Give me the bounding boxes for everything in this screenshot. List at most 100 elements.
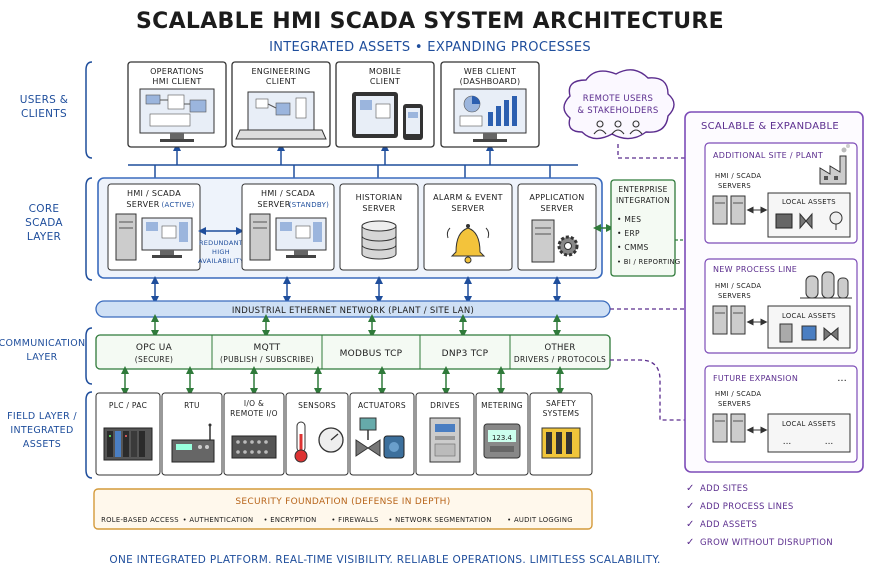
svg-text:Server: Server	[126, 200, 159, 209]
svg-text:High: High	[212, 248, 230, 256]
protocol-other[interactable]: Other Drivers / Protocols	[514, 343, 606, 364]
server-alarm-event[interactable]: Alarm & Event Server	[423, 183, 513, 271]
core-network-links	[151, 276, 561, 304]
svg-text:Core: Core	[29, 203, 60, 215]
svg-text:123.4: 123.4	[492, 434, 513, 442]
tablet-phone-icon	[352, 92, 423, 140]
svg-text:Future Expansion: Future Expansion	[713, 374, 798, 383]
svg-text:Mobile: Mobile	[369, 67, 401, 76]
layer-label-field: Field Layer / Integrated Assets	[7, 411, 77, 450]
svg-text:HMI / SCADA: HMI / SCADA	[127, 189, 181, 198]
svg-text:(Standby): (Standby)	[289, 201, 329, 209]
svg-text:Engineering: Engineering	[251, 67, 310, 76]
layer-label-core: Core SCADA Layer	[25, 203, 63, 243]
svg-text:• CMMS: • CMMS	[617, 243, 649, 252]
svg-text:...: ...	[825, 437, 834, 447]
server-historian[interactable]: Historian Server	[339, 183, 419, 271]
svg-text:• BI / Reporting: • BI / Reporting	[617, 258, 680, 266]
svg-text:...: ...	[783, 437, 792, 447]
svg-text:...: ...	[837, 373, 847, 384]
plc-rack-icon	[103, 427, 153, 461]
svg-text:DNP3 TCP: DNP3 TCP	[442, 349, 489, 359]
server-active[interactable]: HMI / SCADA Server (Active)	[107, 183, 201, 271]
svg-text:Historian: Historian	[356, 193, 403, 202]
svg-text:Other: Other	[544, 343, 575, 353]
protocol-opc-ua[interactable]: OPC UA (Secure)	[135, 343, 173, 364]
svg-text:RTU: RTU	[184, 401, 200, 410]
server-standby[interactable]: HMI / SCADA Server (Standby)	[241, 183, 335, 271]
svg-text:PLC / PAC: PLC / PAC	[109, 401, 147, 410]
field-actuators[interactable]: Actuators	[349, 392, 415, 476]
thermometer-gauge-icon	[294, 421, 344, 463]
field-metering[interactable]: Metering 123.4	[475, 392, 529, 476]
industrial-ethernet-bar: Industrial Ethernet Network (Plant / Sit…	[95, 300, 611, 318]
svg-text:Drivers / Protocols: Drivers / Protocols	[514, 355, 606, 364]
local-assets-icon	[779, 323, 839, 343]
svg-text:• Firewalls: • Firewalls	[331, 516, 378, 524]
svg-text:Actuators: Actuators	[358, 401, 406, 410]
field-rtu[interactable]: RTU	[161, 392, 223, 476]
server-application[interactable]: Application Server	[517, 183, 597, 271]
field-drives[interactable]: Drives	[415, 392, 475, 476]
field-safety-systems[interactable]: Safety Systems	[529, 392, 593, 476]
svg-text:Server: Server	[540, 204, 573, 213]
footer-tagline: One Integrated Platform. Real-Time Visib…	[109, 554, 660, 566]
client-operations-hmi[interactable]: Operations HMI Client	[127, 61, 227, 148]
bell-icon	[446, 224, 490, 264]
svg-text:Local Assets: Local Assets	[782, 312, 836, 320]
page-title: Scalable HMI SCADA System Architecture	[136, 9, 724, 34]
svg-text:Add Sites: Add Sites	[700, 484, 748, 494]
protocol-dnp3[interactable]: DNP3 TCP	[442, 349, 489, 359]
remote-users-cloud[interactable]: Remote Users & Stakeholders	[563, 69, 675, 140]
svg-text:Drives: Drives	[430, 401, 460, 410]
svg-text:MQTT: MQTT	[254, 343, 281, 353]
svg-text:Safety: Safety	[546, 399, 576, 408]
svg-text:Users &: Users &	[20, 94, 69, 106]
layer-label-communication: Communication Layer	[0, 338, 85, 363]
site-new-process-line[interactable]: New Process Line HMI / SCADA Servers Loc…	[704, 258, 858, 354]
client-web-dashboard[interactable]: Web Client (Dashboard)	[440, 61, 540, 148]
server-rack-icon	[712, 195, 746, 225]
field-plc-pac[interactable]: PLC / PAC	[95, 392, 161, 476]
svg-text:Layer: Layer	[27, 231, 61, 243]
layer-brackets	[85, 61, 93, 479]
svg-text:✓: ✓	[686, 501, 694, 512]
svg-text:Servers: Servers	[718, 182, 751, 190]
svg-text:Add Process Lines: Add Process Lines	[700, 502, 794, 512]
field-sensors[interactable]: Sensors	[285, 392, 349, 476]
scalable-title: Scalable & Expandable	[701, 121, 839, 132]
svg-text:Alarm & Event: Alarm & Event	[433, 193, 503, 202]
factory-icon	[819, 144, 850, 185]
protocol-mqtt[interactable]: MQTT (Publish / Subscribe)	[220, 343, 314, 364]
site-future-expansion[interactable]: Future Expansion ... HMI / SCADA Servers…	[704, 365, 858, 463]
svg-text:(Dashboard): (Dashboard)	[460, 77, 521, 86]
field-io[interactable]: I/O & Remote I/O	[223, 392, 285, 476]
benefits-list: ✓ Add Sites ✓ Add Process Lines ✓ Add As…	[686, 483, 833, 548]
svg-text:Remote Users: Remote Users	[583, 94, 653, 104]
svg-text:Server: Server	[451, 204, 484, 213]
protocol-modbus[interactable]: Modbus TCP	[340, 349, 403, 359]
safety-controller-icon	[541, 427, 581, 459]
svg-text:Systems: Systems	[543, 409, 580, 418]
svg-text:HMI Client: HMI Client	[152, 77, 201, 86]
svg-text:SCADA: SCADA	[25, 217, 63, 229]
svg-text:Layer: Layer	[26, 352, 57, 363]
desktop-monitor-icon	[139, 88, 215, 142]
svg-text:HMI / SCADA: HMI / SCADA	[261, 189, 315, 198]
svg-text:✓: ✓	[686, 519, 694, 530]
svg-text:Integration: Integration	[616, 196, 670, 205]
valve-actuator-icon	[355, 417, 405, 459]
server-rack-icon	[712, 305, 746, 335]
svg-text:Grow Without Disruption: Grow Without Disruption	[700, 538, 833, 548]
enterprise-integration-box[interactable]: Enterprise Integration • MES • ERP • CMM…	[610, 179, 680, 277]
svg-text:Operations: Operations	[150, 67, 204, 76]
redundancy-link: Redundant High Availability	[198, 227, 244, 265]
dashboard-monitor-icon	[453, 88, 527, 142]
laptop-icon	[235, 91, 327, 140]
site-additional[interactable]: Additional Site / Plant HMI / SCADA Serv…	[704, 142, 858, 244]
client-mobile[interactable]: Mobile Client	[335, 61, 435, 148]
client-engineering[interactable]: Engineering Client	[231, 61, 331, 148]
vfd-drive-icon	[429, 417, 461, 463]
svg-text:Server: Server	[362, 204, 395, 213]
